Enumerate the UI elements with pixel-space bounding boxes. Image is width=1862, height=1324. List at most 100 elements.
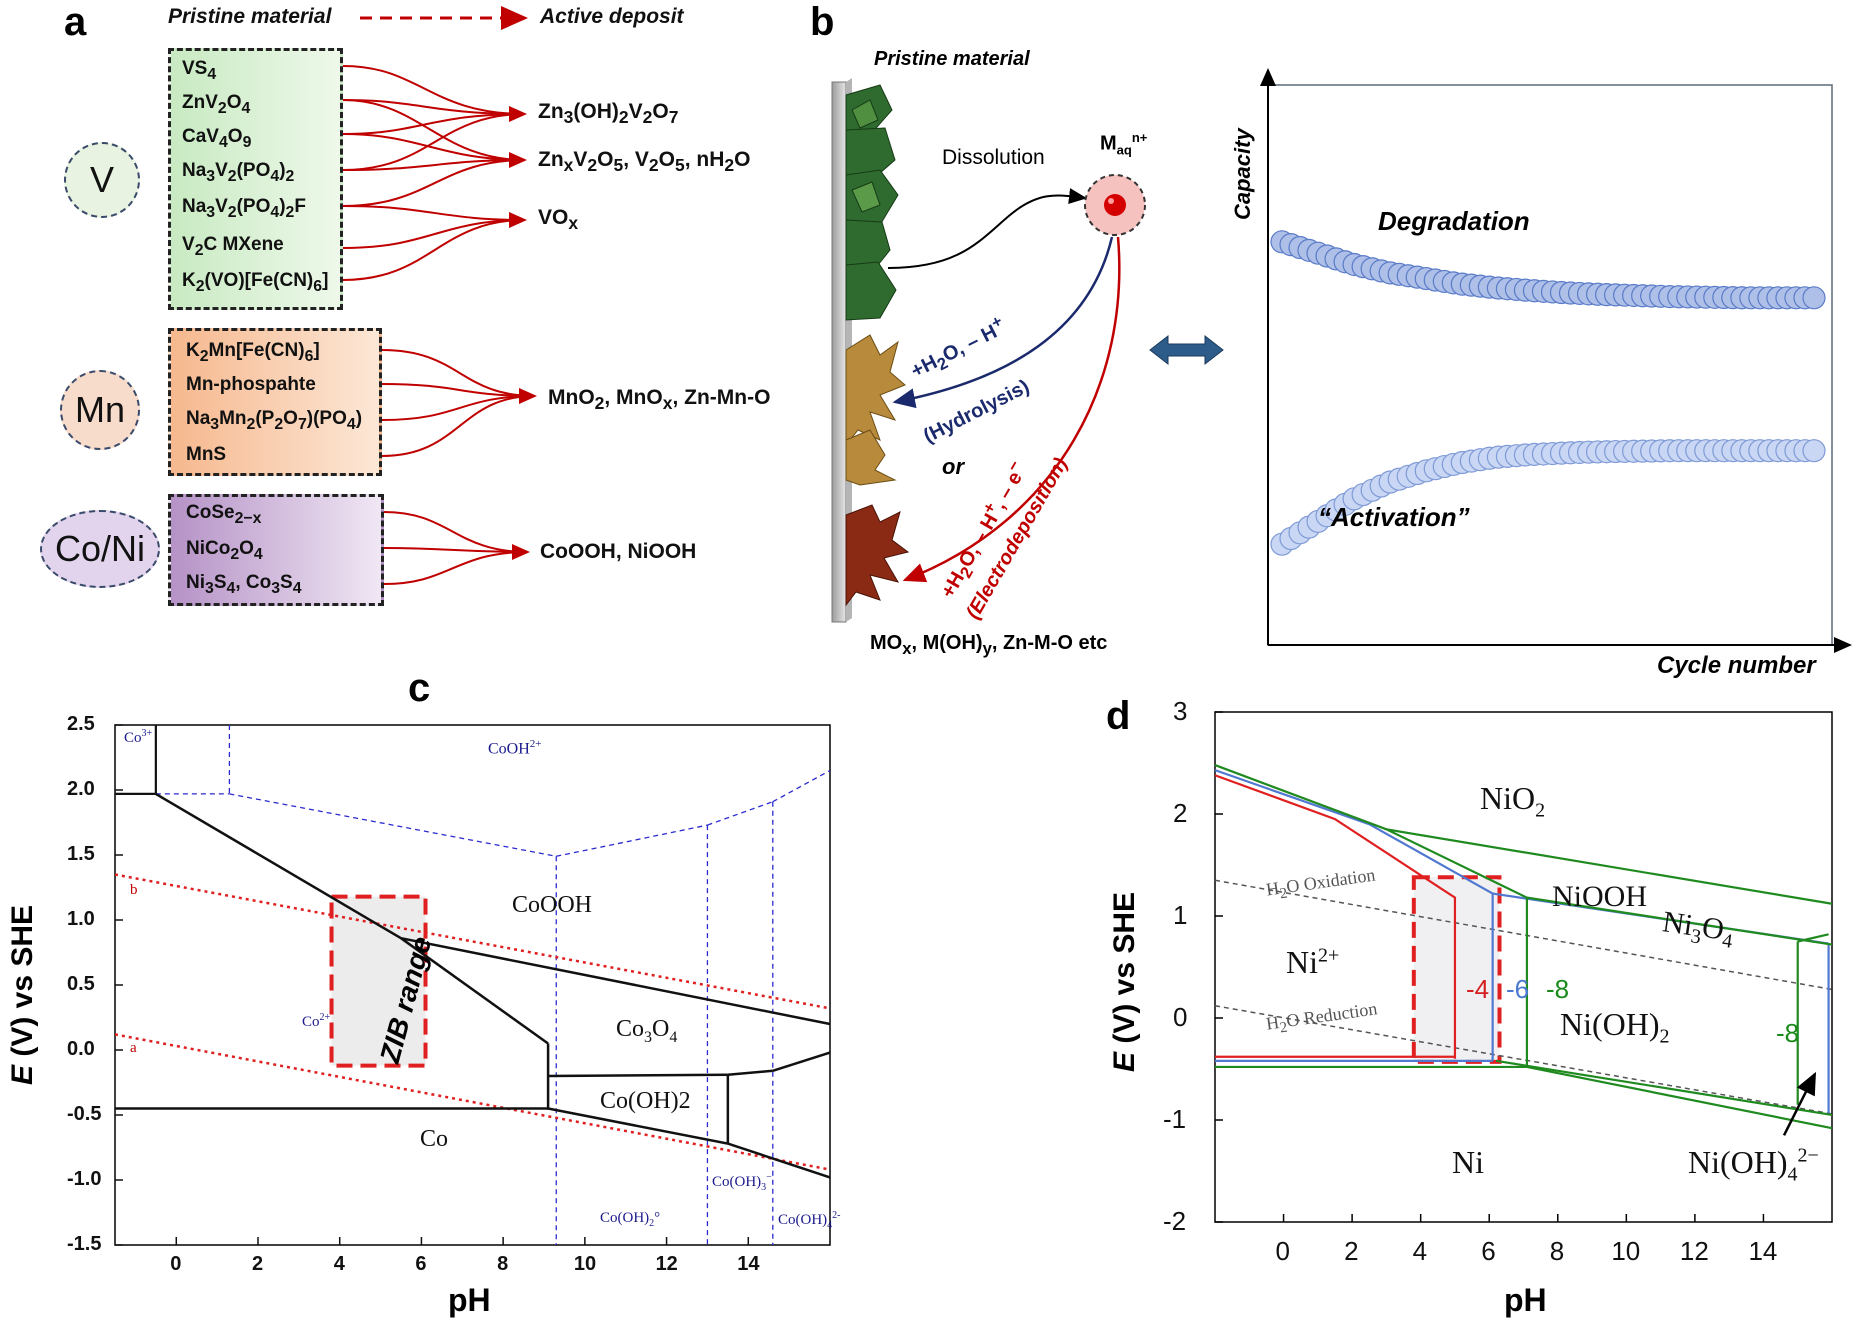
x-tick-label: 2 bbox=[1344, 1236, 1359, 1266]
material: K2(VO)[Fe(CN)6] bbox=[182, 270, 329, 295]
y-tick-label: 0.5 bbox=[67, 973, 95, 995]
region-niooh: NiOOH bbox=[1552, 880, 1647, 913]
coni-box bbox=[168, 494, 384, 606]
deposit-label: MOx, M(OH)y, Zn-M-O etc bbox=[870, 632, 1108, 658]
green-boundary bbox=[1526, 1065, 1833, 1130]
boundary bbox=[400, 937, 549, 1045]
line-label-b: b bbox=[130, 882, 138, 898]
water-line-a bbox=[114, 1033, 831, 1171]
material: CaV4O9 bbox=[182, 126, 252, 151]
region-co2: Co2+ bbox=[302, 1012, 331, 1030]
material: NiCo2O4 bbox=[186, 538, 263, 563]
line-label-a: a bbox=[130, 1040, 137, 1056]
region-nioh4: Ni(OH)42− bbox=[1688, 1144, 1819, 1186]
dissolution-label: Dissolution bbox=[942, 146, 1045, 169]
conc-label: -8 bbox=[1776, 1018, 1800, 1048]
y-tick-label: 2.5 bbox=[67, 713, 95, 735]
pristine-label: Pristine material bbox=[874, 48, 1030, 70]
x-tick-label: 6 bbox=[415, 1253, 427, 1275]
x-tick-label: 6 bbox=[1481, 1236, 1496, 1266]
green-boundary bbox=[1214, 764, 1529, 1067]
ion-sphere bbox=[1104, 194, 1126, 216]
or-label: or bbox=[942, 454, 964, 479]
panel-c-ylabel: E (V) vs SHE bbox=[6, 904, 39, 1085]
panel-d-lines bbox=[1214, 711, 1833, 1223]
coni-arrows bbox=[383, 511, 530, 585]
element-v-label: V bbox=[89, 159, 114, 200]
y-tick-label: -1.0 bbox=[67, 1168, 102, 1190]
h2o-oxidation-line bbox=[1214, 879, 1833, 991]
material: V2C MXene bbox=[182, 234, 284, 259]
material: CoSe2−x bbox=[186, 502, 262, 527]
red-boundary bbox=[1214, 774, 1457, 1059]
material: Na3Mn2(P2O7)(PO4) bbox=[186, 408, 363, 433]
y-tick-label: -1.5 bbox=[67, 1233, 102, 1255]
x-tick-label: 8 bbox=[497, 1253, 509, 1275]
boundary bbox=[547, 1107, 729, 1145]
element-mn: Mn bbox=[60, 370, 140, 450]
boundary bbox=[229, 793, 557, 857]
green-boundary bbox=[1495, 1059, 1833, 1116]
green-boundary bbox=[1386, 828, 1833, 905]
region-cooh3: Co(OH)3− bbox=[712, 1172, 772, 1193]
y-tick-label: 3 bbox=[1173, 696, 1188, 726]
x-tick-label: 12 bbox=[655, 1253, 678, 1275]
green-boundary bbox=[1797, 933, 1829, 943]
region-ni: Ni bbox=[1452, 1144, 1484, 1180]
conc-label: -6 bbox=[1506, 974, 1530, 1004]
x-tick-label: 0 bbox=[170, 1253, 182, 1275]
conc-label: -4 bbox=[1466, 974, 1490, 1004]
y-tick-label: -2 bbox=[1163, 1206, 1187, 1236]
element-coni-label: Co/Ni bbox=[54, 528, 146, 569]
conc-label: -8 bbox=[1546, 974, 1570, 1004]
data-point bbox=[1802, 286, 1826, 310]
nioh4-arrow bbox=[1782, 1071, 1816, 1136]
data-point bbox=[1802, 439, 1826, 463]
region-cooh2: CoOH2+ bbox=[488, 738, 542, 758]
y-tick-label: 1 bbox=[1173, 900, 1188, 930]
double-arrow bbox=[1149, 334, 1224, 366]
x-tick-label: 8 bbox=[1549, 1236, 1565, 1266]
electrode-plate bbox=[831, 81, 847, 623]
capacity-series bbox=[1270, 230, 1826, 556]
panel-d-xlabel: pH bbox=[1504, 1282, 1547, 1318]
panel-b-label: b bbox=[810, 0, 835, 44]
green-boundary bbox=[1526, 896, 1833, 946]
panel-d-label: d bbox=[1106, 694, 1131, 738]
material: MnS bbox=[186, 444, 227, 465]
v-arrows bbox=[342, 65, 527, 281]
panel-d-plot bbox=[1214, 711, 1833, 1223]
product: Zn3(OH)2V2O7 bbox=[538, 100, 679, 128]
boundary bbox=[155, 792, 402, 940]
y-tick-label: 2 bbox=[1173, 798, 1188, 828]
material: Na3V2(PO4)2F bbox=[182, 196, 306, 221]
region-ni2: Ni2+ bbox=[1286, 944, 1340, 980]
dissolution-arrow bbox=[887, 188, 1087, 269]
panel-c-plot bbox=[114, 724, 831, 1246]
zib-box bbox=[1411, 875, 1502, 1064]
x-tick-label: 12 bbox=[1679, 1236, 1709, 1266]
region-co3: Co3+ bbox=[124, 728, 153, 746]
y-tick-label: 2.0 bbox=[67, 778, 95, 800]
element-coni: Co/Ni bbox=[40, 510, 160, 588]
pristine-crystals bbox=[845, 84, 899, 321]
hydrolysis-deposit bbox=[845, 334, 906, 486]
ion-label: Maqn+ bbox=[1100, 130, 1148, 158]
product: CoOOH, NiOOH bbox=[540, 540, 697, 563]
v-box bbox=[168, 48, 343, 310]
h2o-reduction-line bbox=[1214, 1005, 1833, 1115]
x-tick-label: 14 bbox=[1748, 1236, 1778, 1266]
capacity-axis-label: Capacity bbox=[1230, 128, 1255, 220]
region-nioh2: Ni(OH)2 bbox=[1560, 1006, 1670, 1048]
x-tick-label: 10 bbox=[573, 1253, 597, 1275]
y-tick-label: 0 bbox=[1173, 1002, 1188, 1032]
x-tick-label: 4 bbox=[333, 1253, 345, 1275]
y-tick-label: -1 bbox=[1163, 1104, 1187, 1134]
region-nio2: NiO2 bbox=[1480, 780, 1546, 822]
element-v: V bbox=[64, 142, 140, 218]
panel-c-label: c bbox=[408, 666, 431, 710]
ion-highlight bbox=[1108, 198, 1114, 204]
panel-a-label: a bbox=[64, 0, 87, 44]
boundary bbox=[772, 1051, 831, 1072]
